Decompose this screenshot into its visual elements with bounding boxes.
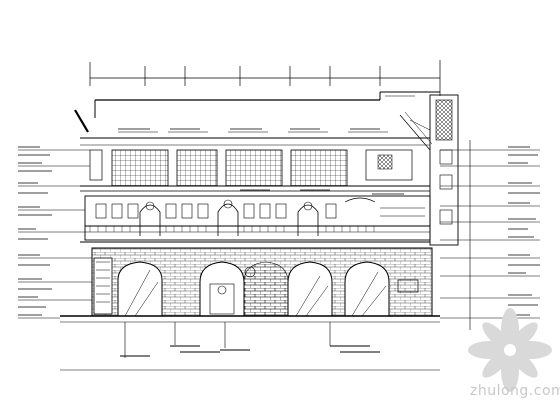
roof <box>74 91 440 133</box>
middle-floor <box>80 195 431 243</box>
level-markers <box>18 140 540 330</box>
upper-floor <box>80 131 430 192</box>
left-annotations <box>18 146 52 316</box>
right-annotations <box>508 146 540 316</box>
drawing-tags <box>118 128 404 243</box>
watermark-text: zhulong.com <box>470 383 560 399</box>
watermark-logo <box>468 308 552 392</box>
top-dimension-line <box>89 60 441 96</box>
right-tower <box>399 94 459 246</box>
bottom-callouts <box>60 322 440 371</box>
ground-floor <box>60 247 440 323</box>
